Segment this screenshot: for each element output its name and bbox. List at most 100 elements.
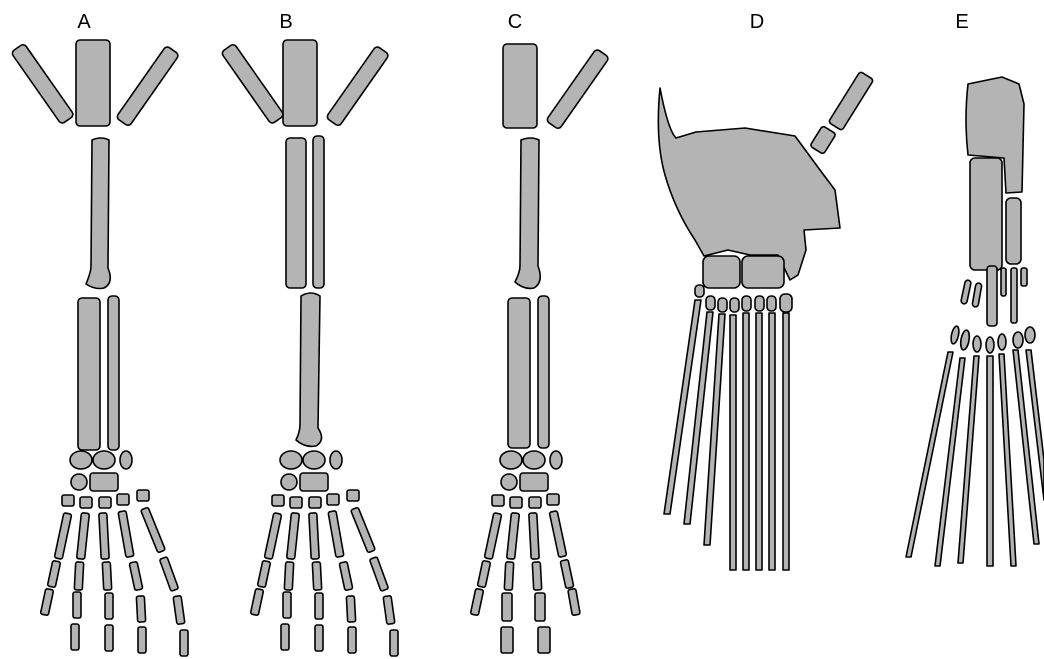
girdle-c <box>503 44 609 130</box>
phalanx <box>502 593 512 621</box>
carpal <box>500 451 522 469</box>
phalanx <box>348 627 356 653</box>
phalanx <box>369 557 388 592</box>
phalanx <box>118 511 134 558</box>
phalanx <box>484 513 501 560</box>
metacarpal-base <box>547 494 559 505</box>
phalanx <box>71 624 79 650</box>
panel-label-b: B <box>279 11 292 33</box>
phalanx <box>281 624 289 650</box>
phalanx <box>180 630 188 656</box>
panel-label-a: A <box>77 11 91 33</box>
radial <box>755 296 764 311</box>
radial <box>986 337 994 353</box>
radial <box>767 296 776 311</box>
girdle-center-bone <box>503 44 537 128</box>
panel-label-d: D <box>750 11 764 33</box>
phalanx <box>264 513 281 560</box>
phalanx <box>287 513 300 560</box>
phalanx <box>328 511 344 558</box>
basal-bone-right <box>742 256 784 288</box>
upper-limb-bone-2 <box>313 136 324 288</box>
phalanx <box>346 596 355 622</box>
radial <box>987 266 997 326</box>
metacarpal-base <box>309 497 321 508</box>
metacarpal-base <box>272 495 284 506</box>
fin-ray <box>756 313 762 570</box>
radial <box>718 298 727 312</box>
girdle-rod-distal <box>828 71 873 130</box>
girdle-right-bone <box>116 46 180 127</box>
basal-bone-left <box>703 256 740 288</box>
metacarpal-base <box>62 495 74 506</box>
radial <box>1021 268 1027 286</box>
upper-limb-bone-1 <box>286 138 306 288</box>
metacarpal-base <box>529 497 541 508</box>
phalanx <box>284 562 293 590</box>
skeleton-d <box>658 71 873 570</box>
carpal <box>550 451 562 469</box>
carpal <box>501 474 517 490</box>
carpal <box>71 474 87 490</box>
phalanx <box>74 562 83 590</box>
phalanx <box>315 625 323 651</box>
fin-rays-d <box>664 300 789 570</box>
phalanx <box>383 596 395 625</box>
fin-ray <box>906 352 953 557</box>
metacarpal-base <box>290 497 302 508</box>
metacarpal-base <box>492 495 504 506</box>
girdle-center-bone <box>76 40 110 126</box>
carpal <box>120 451 132 469</box>
lower-limb-bone <box>296 293 322 446</box>
phalanx <box>54 513 71 560</box>
fin-rays-e <box>906 350 1044 566</box>
phalanx <box>501 627 513 653</box>
phalanx <box>129 561 143 590</box>
girdle-right-bone <box>546 49 610 130</box>
radial <box>1013 332 1023 348</box>
phalanx <box>535 593 545 621</box>
phalanx <box>315 593 323 619</box>
fin-ray <box>769 313 775 570</box>
carpal <box>93 451 115 469</box>
radial <box>959 329 970 350</box>
carpal <box>330 451 342 469</box>
phalanx <box>549 511 566 558</box>
radials-e <box>950 266 1035 353</box>
digits-a <box>40 490 188 656</box>
radial <box>730 298 739 312</box>
girdle-left-bone <box>221 43 285 124</box>
panel-label-c: C <box>508 11 522 33</box>
metacarpal-base <box>80 497 92 508</box>
phalanx <box>390 630 398 656</box>
radial <box>706 296 715 310</box>
phalanx <box>47 560 60 587</box>
metacarpal-base <box>347 490 359 501</box>
phalanx <box>560 559 574 588</box>
carpal <box>520 473 548 491</box>
phalanx <box>529 513 539 559</box>
phalanx <box>73 592 81 618</box>
metacarpal-base <box>117 494 129 505</box>
phalanx <box>538 627 550 653</box>
proximal-bone-large <box>970 158 1002 270</box>
radius-bone <box>508 298 530 448</box>
metacarpal-base <box>99 497 111 508</box>
phalanx <box>351 507 376 553</box>
phalanx <box>312 562 321 590</box>
metacarpal-base <box>510 497 522 508</box>
phalanx <box>77 513 90 560</box>
radial <box>961 280 972 305</box>
phalanx <box>40 588 53 615</box>
fin-ray <box>999 354 1016 566</box>
girdle-b <box>221 40 390 127</box>
girdle-center-bone <box>283 40 317 126</box>
humerus-bone <box>86 138 110 289</box>
radial <box>973 336 981 352</box>
phalanx <box>136 596 145 622</box>
phalanx <box>507 513 520 560</box>
radius-bone <box>78 298 100 450</box>
phalanx <box>99 513 109 559</box>
radial <box>972 283 982 308</box>
radial <box>950 325 961 344</box>
